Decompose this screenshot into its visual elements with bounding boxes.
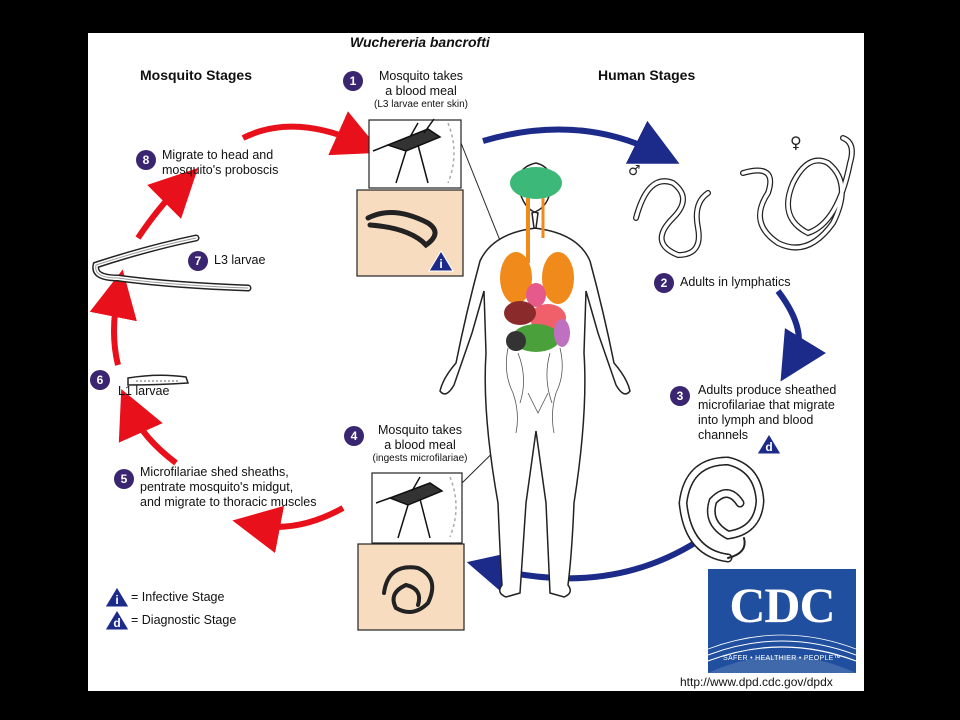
diagram-title: Wuchereria bancrofti: [350, 34, 490, 50]
l3-larva-icon-top: [365, 210, 438, 249]
right-lung-organ: [542, 252, 574, 304]
diagnostic-stage-marker: d: [756, 433, 782, 455]
step-6-label: L1 larvae: [118, 384, 170, 398]
step-badge-5: 5: [114, 469, 134, 489]
cdc-logo: CDC SAFER • HEALTHIER • PEOPLE™: [708, 569, 856, 673]
step-3-line3: into lymph and blood: [698, 413, 814, 427]
step-4-label: Mosquito takes a blood meal (ingests mic…: [362, 423, 478, 465]
step-1-label: Mosquito takes a blood meal (L3 larvae e…: [366, 69, 476, 111]
heart-organ: [526, 283, 546, 307]
step-3-line1: Adults produce sheathed: [698, 383, 837, 397]
step-badge-1: 1: [343, 71, 363, 91]
brain-organ: [510, 167, 562, 199]
arrow-step2-to-step3: [775, 289, 826, 382]
step-badge-7: 7: [188, 251, 208, 271]
connector-top: [460, 142, 504, 249]
source-url: http://www.dpd.cdc.gov/dpdx: [680, 675, 833, 689]
step-badge-8: 8: [136, 150, 156, 170]
step-8-line2: mosquito's proboscis: [162, 163, 279, 177]
step-2-label: Adults in lymphatics: [680, 275, 791, 289]
step-1-note: (L3 larvae enter skin): [374, 99, 468, 110]
step-badge-3: 3: [670, 386, 690, 406]
step-1-line2: a blood meal: [385, 84, 457, 98]
step-5-line3: and migrate to thoracic muscles: [140, 495, 317, 509]
step-5-line2: pentrate mosquito's midgut,: [140, 480, 294, 494]
mosquito-icon-top: [372, 118, 455, 184]
lifecycle-diagram: ♂ ♀ Wuchereria bancrofti Mosquito Stages…: [88, 33, 864, 691]
mosquito-icon-bottom: [375, 476, 457, 539]
human-stages-header: Human Stages: [598, 67, 696, 83]
step-7-label: L3 larvae: [214, 253, 266, 267]
liver-organ: [504, 301, 536, 325]
step-3-line2: microfilariae that migrate: [698, 398, 835, 412]
step-badge-6: 6: [90, 370, 110, 390]
step-5-line1: Microfilariae shed sheaths,: [140, 465, 289, 479]
cdc-logo-text: CDC: [729, 577, 835, 633]
legend-diagnostic-icon: d: [104, 609, 130, 631]
step-8-label: Migrate to head and mosquito's proboscis: [162, 148, 278, 178]
step-8-line1: Migrate to head and: [162, 148, 274, 162]
arrow-step6-to-step7: [89, 269, 137, 366]
mosquito-box-top: [368, 119, 462, 189]
cdc-logo-tagline: SAFER • HEALTHIER • PEOPLE™: [723, 655, 841, 662]
male-symbol: ♂: [628, 163, 641, 179]
l1-larva-icon: [127, 374, 190, 386]
microfilaria-icon-bottom: [382, 565, 435, 614]
step-4-note: (ingests microfilariae): [372, 453, 468, 464]
step-badge-2: 2: [654, 273, 674, 293]
step-5-label: Microfilariae shed sheaths, pentrate mos…: [140, 465, 316, 510]
left-lung-organ: [500, 252, 532, 304]
step-3-line4: channels: [698, 428, 749, 442]
step-4-line1: Mosquito takes: [377, 423, 463, 437]
infective-stage-marker: i: [428, 250, 454, 272]
arrow-step8-to-step1: [241, 111, 382, 156]
arrow-step7-to-step8: [135, 168, 198, 240]
mosquito-box-bottom: [371, 472, 463, 544]
adult-worms-icon: [633, 135, 855, 259]
arrow-step5-to-step6: [118, 389, 178, 466]
arrow-step1-to-step2: [482, 120, 680, 164]
mosquito-stages-header: Mosquito Stages: [140, 67, 253, 83]
l3-larva-icon: [92, 234, 252, 292]
legend-diagnostic-label: = Diagnostic Stage: [131, 613, 237, 627]
step-4-line2: a blood meal: [384, 438, 456, 452]
legend-infective-icon: i: [104, 586, 130, 608]
arrow-step4-to-step5: [232, 505, 345, 554]
legend-infective-label: = Infective Stage: [131, 590, 225, 604]
step-3-label: Adults produce sheathed microfilariae th…: [698, 383, 836, 443]
human-body-figure: [439, 162, 631, 598]
female-symbol: ♀: [790, 133, 802, 152]
sheathed-microfilaria-icon: [678, 456, 765, 563]
step-1-line1: Mosquito takes: [378, 69, 464, 83]
step-badge-4: 4: [344, 426, 364, 446]
